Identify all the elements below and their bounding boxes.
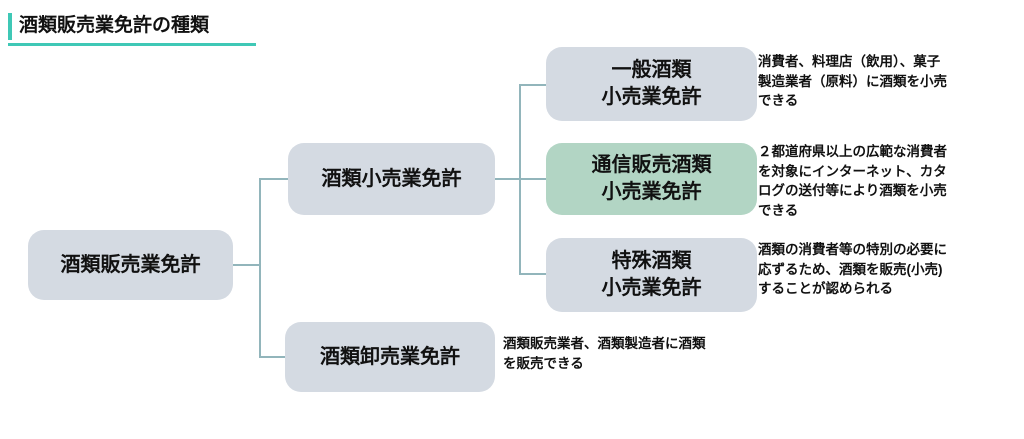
description-mail-order-retail: ２都道府県以上の広範な消費者 を対象にインターネット、カタ ログの送付等により酒… [758, 144, 947, 218]
connector-retail-horizontal [493, 178, 520, 180]
description-special-retail: 酒類の消費者等の特別の必要に 応ずるため、酒類を販売(小売) することが認められ… [758, 242, 947, 297]
node-wholesale-license: 酒類卸売業免許 [285, 322, 495, 392]
connector-level1-vertical [259, 178, 261, 358]
connector-to-general-retail [521, 84, 546, 86]
description-general-retail: 消費者、料理店（飲用）、菓子 製造業者（原料）に酒類を小売 できる [758, 54, 947, 109]
description-wholesale: 酒類販売業者、酒類製造者に酒類 を販売できる [503, 336, 706, 371]
title-accent-bar [8, 13, 12, 40]
connector-root-horizontal [233, 264, 260, 266]
connector-to-mail-order-retail [521, 178, 546, 180]
connector-to-retail [261, 178, 288, 180]
node-mail-order-retail-license: 通信販売酒類 小売業免許 [546, 143, 757, 215]
page-title: 酒類販売業免許の種類 [8, 13, 256, 46]
connector-to-special-retail [521, 273, 546, 275]
node-special-retail-license: 特殊酒類 小売業免許 [546, 238, 757, 312]
connector-to-wholesale [261, 356, 285, 358]
node-liquor-sales-license: 酒類販売業免許 [28, 230, 233, 300]
connector-level2-vertical [519, 84, 521, 275]
node-retail-license: 酒類小売業免許 [288, 143, 495, 215]
node-general-retail-license: 一般酒類 小売業免許 [546, 47, 757, 121]
page-title-text: 酒類販売業免許の種類 [19, 15, 210, 36]
